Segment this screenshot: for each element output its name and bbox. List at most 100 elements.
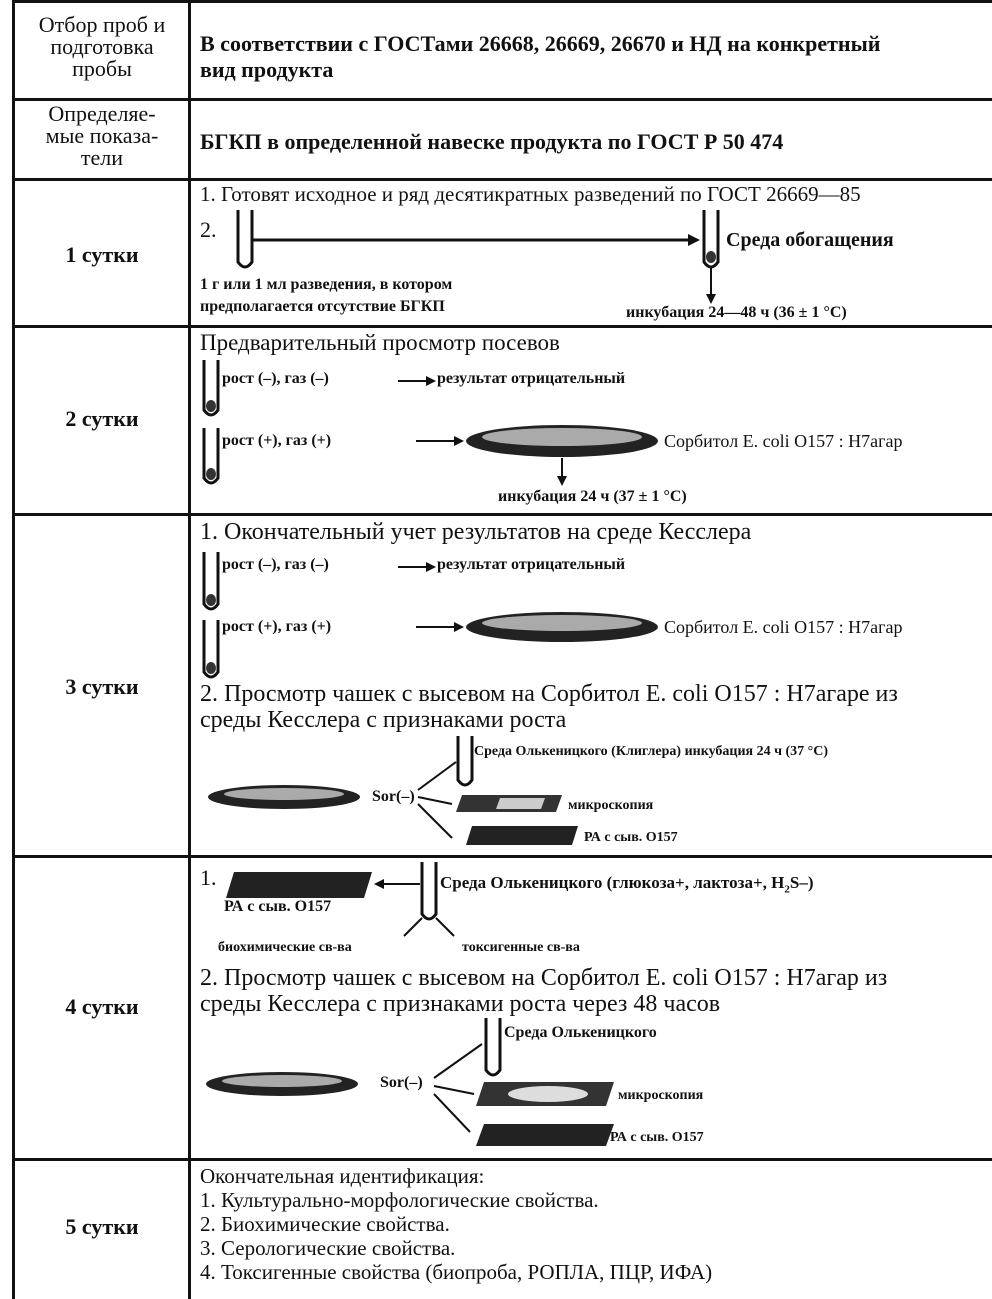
day3-micro: микроскопия: [568, 798, 654, 813]
row-label-indicators: Определяе- мые показа- тели: [16, 103, 188, 169]
arrow-line: [417, 803, 453, 839]
day1-sample-2: предполагается отсутствие БГКП: [200, 298, 445, 315]
day1-step1: 1. Готовят исходное и ряд десятикратных …: [200, 182, 861, 206]
test-tube-icon: [456, 736, 474, 787]
label-line: пробы: [72, 56, 132, 81]
arrow-head: [706, 294, 716, 304]
day3-step1: 1. Окончательный учет результатов на сре…: [200, 519, 752, 545]
day1-step2: 2.: [200, 217, 217, 242]
row-divider: [12, 178, 992, 181]
column-divider: [188, 2, 191, 1299]
day5-item: 4. Токсигенные свойства (биопроба, РОПЛА…: [200, 1260, 713, 1284]
test-tube-icon: [236, 210, 254, 269]
day4-sor: Sor(–): [380, 1074, 423, 1091]
day3-step2-2: среды Кесслера с признаками роста: [200, 707, 567, 733]
test-tube-icon: [702, 210, 720, 269]
arrow-head: [426, 376, 436, 386]
day4-ra1: РА с сыв. O157: [224, 898, 332, 915]
olk-text: Среда Олькеницкого (глюкоза+, лактоза+, …: [440, 873, 785, 892]
day3-sor: Sor(–): [372, 788, 415, 805]
day1-incubation: инкубация 24—48 ч (36 ± 1 °C): [626, 304, 847, 321]
day3-olk: Среда Олькеницкого (Клиглера) инкубация …: [474, 744, 829, 759]
table-border-top: [12, 0, 992, 3]
day4-olk-short: Среда Олькеницкого: [504, 1024, 657, 1041]
day4-micro: микроскопия: [618, 1088, 704, 1103]
day3-neg-cond: рост (–), газ (–): [222, 556, 329, 573]
sediment: [206, 594, 216, 606]
label-line: мые показа-: [45, 123, 159, 148]
test-tube-icon: [202, 552, 220, 611]
day5-item: 2. Биохимические свойства.: [200, 1212, 450, 1236]
sediment: [206, 662, 216, 674]
arrow-head: [454, 436, 464, 446]
table-border-left: [12, 2, 15, 1299]
arrow-head: [557, 476, 567, 486]
arrow-head: [426, 562, 436, 572]
arrow-line: [403, 917, 423, 937]
day2-neg-result: результат отрицательный: [437, 370, 626, 387]
day3-agar: Сорбитол E. coli O157 : H7агар: [664, 617, 903, 637]
day4-olk: Среда Олькеницкого (глюкоза+, лактоза+, …: [440, 872, 814, 900]
label-line: Определяе-: [48, 101, 156, 126]
day3-neg-result: результат отрицательный: [437, 556, 626, 573]
olk-text-end: S–): [789, 873, 814, 892]
row-content-sampling-2: вид продукта: [200, 57, 334, 82]
label-line: Отбор проб и: [38, 12, 166, 37]
day4-step1: 1.: [200, 865, 217, 890]
arrow-line: [417, 796, 453, 805]
arrow-line: [435, 917, 455, 937]
row-divider: [12, 1158, 992, 1161]
day4-step2-1: 2. Просмотр чашек с высевом на Сорбитол …: [200, 965, 888, 991]
test-tube-icon: [420, 862, 438, 921]
day1-medium: Среда обогащения: [726, 229, 894, 251]
arrow-head: [688, 234, 700, 246]
arrow-line: [433, 1043, 483, 1079]
slide-icon: [476, 1124, 614, 1146]
row-label-day1: 1 сутки: [65, 242, 139, 267]
label-line: подготовка: [50, 34, 154, 59]
test-tube-icon: [484, 1018, 502, 1077]
slide-icon: [226, 872, 372, 898]
day2-neg-cond: рост (–), газ (–): [222, 370, 329, 387]
day3-ra: РА с сыв. O157: [584, 830, 678, 845]
day5-item: 1. Культурально-морфологические свойства…: [200, 1188, 599, 1212]
day2-pos-cond: рост (+), газ (+): [222, 432, 332, 449]
row-label-day3: 3 сутки: [65, 674, 139, 699]
row-content-indicators: БГКП в определенной навеске продукта по …: [200, 129, 784, 154]
day3-pos-cond: рост (+), газ (+): [222, 618, 332, 635]
day4-ra: РА с сыв. O157: [610, 1130, 704, 1145]
day2-incubation: инкубация 24 ч (37 ± 1 °C): [498, 488, 687, 505]
day2-agar: Сорбитол E. coli O157 : H7агар: [664, 431, 903, 451]
arrow-line: [417, 761, 457, 791]
sediment: [206, 400, 216, 412]
test-tube-icon: [202, 360, 220, 417]
test-tube-icon: [202, 428, 220, 485]
arrow-head: [454, 622, 464, 632]
day5-title: Окончательная идентификация:: [200, 1164, 485, 1188]
day4-bio: биохимические св-ва: [218, 940, 352, 955]
label-line: тели: [80, 145, 124, 170]
row-divider: [12, 98, 992, 101]
day1-sample-1: 1 г или 1 мл разведения, в котором: [200, 276, 453, 293]
sediment: [706, 251, 716, 263]
row-label-day5: 5 сутки: [65, 1214, 139, 1239]
row-label-day2: 2 сутки: [65, 406, 139, 431]
row-divider: [12, 325, 992, 328]
row-label-day4: 4 сутки: [65, 994, 139, 1019]
row-label-sampling: Отбор проб и подготовка пробы: [16, 14, 188, 80]
sediment: [206, 468, 216, 480]
day3-step2-1: 2. Просмотр чашек с высевом на Сорбитол …: [200, 681, 898, 707]
day2-title: Предварительный просмотр посевов: [200, 330, 560, 355]
arrow-line: [433, 1093, 471, 1133]
slide-icon: [466, 826, 578, 845]
row-content-sampling: В соответствии с ГОСТами 26668, 26669, 2…: [200, 31, 881, 56]
arrow-head: [374, 879, 384, 889]
day4-step2-2: среды Кесслера с признаками роста через …: [200, 991, 721, 1017]
row-divider: [12, 855, 992, 858]
test-tube-icon: [202, 620, 220, 679]
